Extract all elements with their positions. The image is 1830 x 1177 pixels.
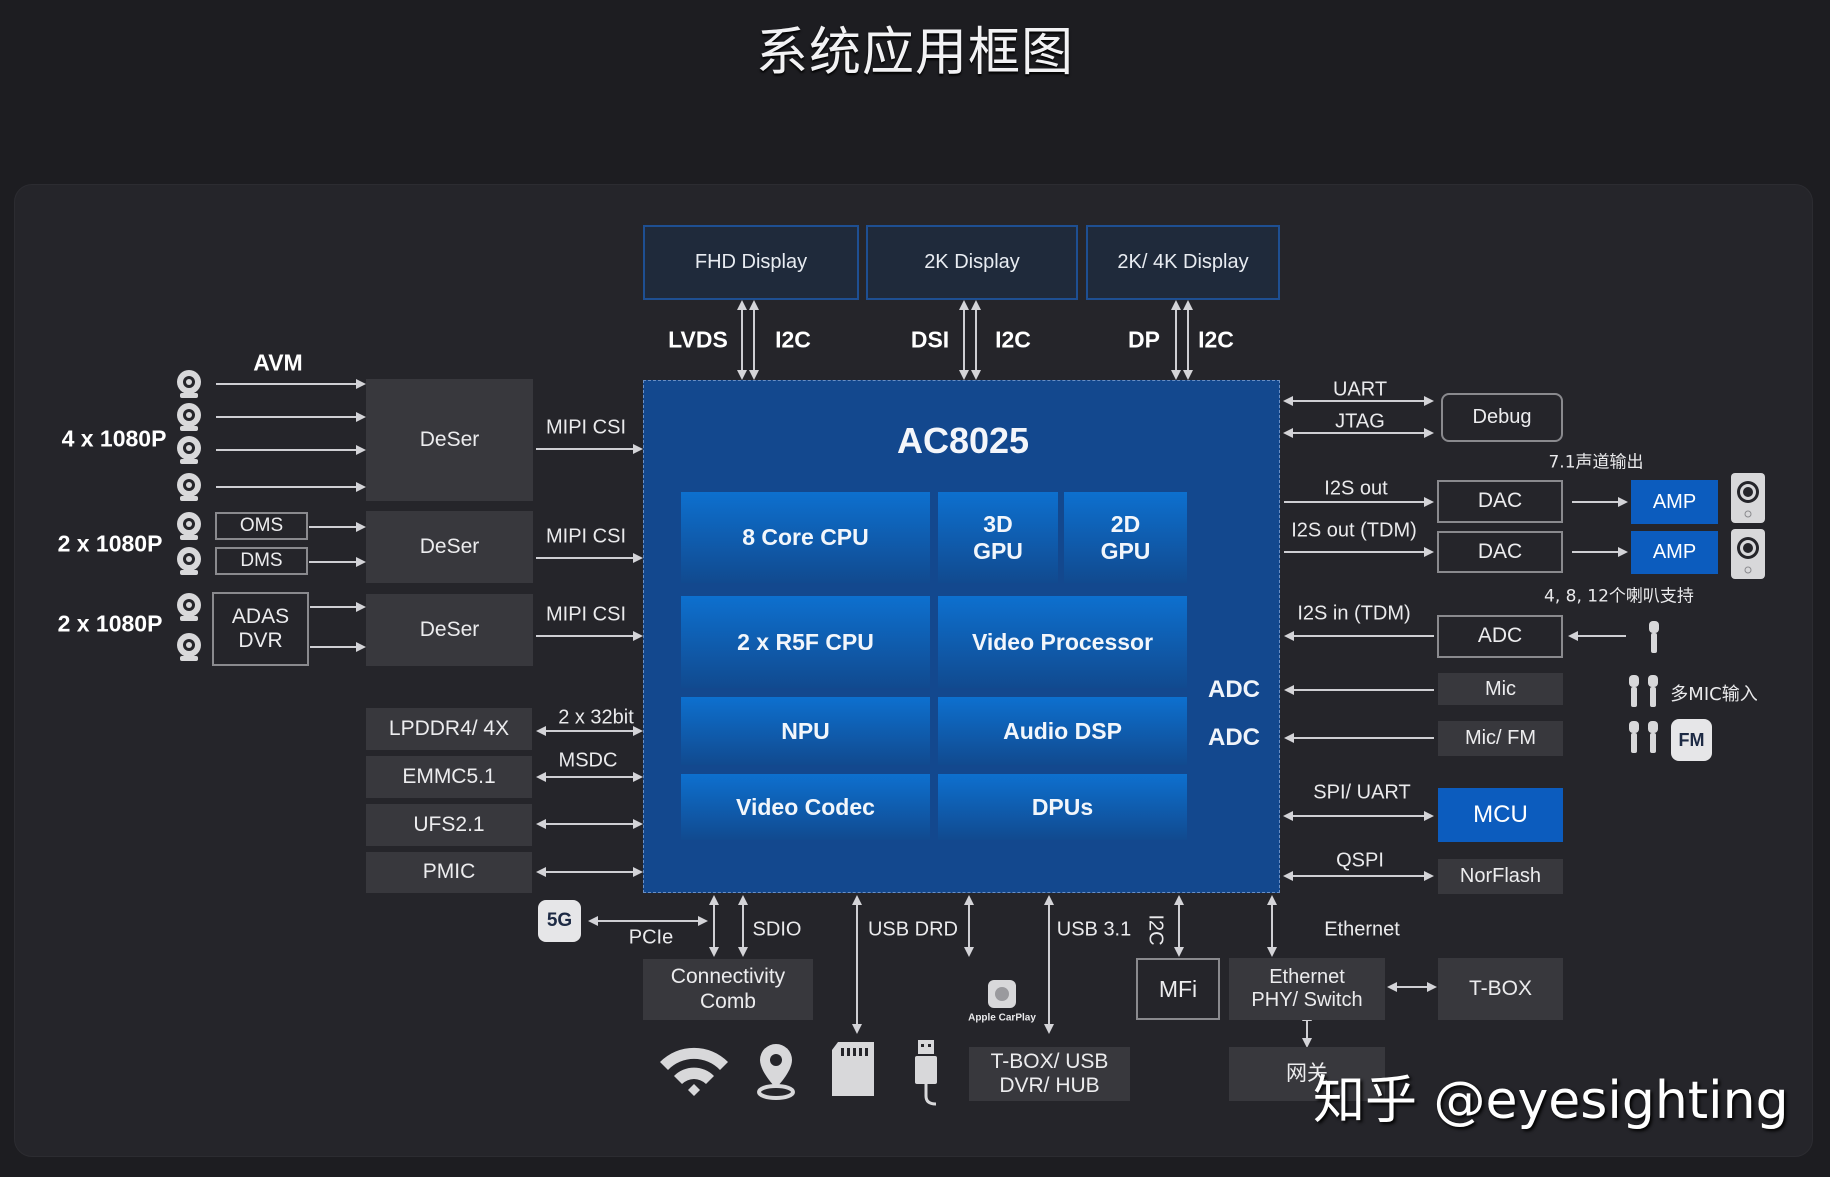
camera-group-label-1: 4 x 1080P <box>61 425 167 452</box>
spi-uart-label: SPI/ UART <box>1313 781 1411 804</box>
i2c-label-3: I2C <box>1198 326 1234 353</box>
deser-box-3: DeSer <box>366 594 533 666</box>
sd-card-icon <box>832 1042 874 1096</box>
adc-box: ADC <box>1437 615 1563 658</box>
qspi-label: QSPI <box>1336 849 1384 872</box>
dp-label: DP <box>1128 326 1160 353</box>
tbox-box: T-BOX <box>1438 958 1563 1020</box>
deser-box-2: DeSer <box>366 511 533 583</box>
2k-display-box: 2K Display <box>866 225 1078 300</box>
mipi-csi-label-2: MIPI CSI <box>545 525 627 548</box>
dac-box-1: DAC <box>1437 480 1563 523</box>
gpu-3d-block: 3D GPU <box>938 492 1058 583</box>
audio-dsp-block: Audio DSP <box>938 697 1187 765</box>
gateway-box: 网关 <box>1229 1047 1385 1101</box>
dsi-label: DSI <box>910 326 950 353</box>
dpus-block: DPUs <box>938 774 1187 840</box>
video-codec-block: Video Codec <box>681 774 930 840</box>
watermark: 知乎 @eyesighting <box>1313 1071 1789 1131</box>
amp-box-1: AMP <box>1631 480 1718 524</box>
i2s-in-tdm-label: I2S in (TDM) <box>1297 602 1411 625</box>
mipi-csi-label-1: MIPI CSI <box>545 416 627 439</box>
mipi-csi-label-3: MIPI CSI <box>545 603 627 626</box>
avm-label: AVM <box>253 349 303 376</box>
speaker-icons <box>1731 473 1765 579</box>
chip-name: AC8025 <box>896 420 1030 461</box>
jtag-label: JTAG <box>1335 410 1385 433</box>
sdio-label: SDIO <box>752 918 802 941</box>
carplay-icon <box>988 980 1016 1008</box>
adas-dvr-box: ADAS DVR <box>212 592 309 666</box>
lvds-label: LVDS <box>668 326 728 353</box>
i2c-mfi-label: I2C <box>1144 914 1167 946</box>
uart-label: UART <box>1332 378 1388 401</box>
fm-badge: FM <box>1671 719 1712 761</box>
surround-note: 7.1声道输出 <box>1548 452 1644 473</box>
i2s-out-label: I2S out <box>1324 477 1388 500</box>
deser-box-1: DeSer <box>366 379 533 501</box>
mfi-box: MFi <box>1136 958 1220 1020</box>
speaker-icon <box>1731 473 1765 523</box>
cpu-block: 8 Core CPU <box>681 492 930 583</box>
emmc-box: EMMC5.1 <box>366 756 532 798</box>
i2c-label-1: I2C <box>775 326 811 353</box>
mcu-box: MCU <box>1438 788 1563 842</box>
speaker-note: 4, 8, 12个喇叭支持 <box>1544 586 1694 607</box>
video-processor-block: Video Processor <box>938 596 1187 688</box>
speaker-icon <box>1731 529 1765 579</box>
page-title: 系统应用框图 <box>755 23 1074 83</box>
adc-label-1: ADC <box>1208 676 1260 703</box>
ethernet-phy-switch-box: Ethernet PHY/ Switch <box>1229 958 1385 1020</box>
dms-box: DMS <box>215 547 308 575</box>
usb-icon <box>915 1040 937 1106</box>
ethernet-label: Ethernet <box>1324 918 1400 941</box>
connectivity-comb-box: Connectivity Comb <box>643 959 813 1020</box>
mic-fm-box: Mic/ FM <box>1438 721 1563 756</box>
bottom-icons <box>660 1040 937 1106</box>
usb-drd-label: USB DRD <box>867 918 959 941</box>
i2c-label-2: I2C <box>995 326 1031 353</box>
2k-4k-display-box: 2K/ 4K Display <box>1086 225 1280 300</box>
5g-badge: 5G <box>538 900 581 942</box>
dac-box-2: DAC <box>1437 531 1563 573</box>
oms-box: OMS <box>215 512 308 540</box>
multi-mic-label: 多MIC输入 <box>1670 684 1758 705</box>
msdc-label: MSDC <box>558 749 618 772</box>
i2s-out-tdm-label: I2S out (TDM) <box>1291 519 1417 542</box>
pmic-box: PMIC <box>366 852 532 893</box>
ufs-box: UFS2.1 <box>366 804 532 846</box>
mic-box: Mic <box>1438 673 1563 705</box>
wifi-icon <box>660 1047 728 1096</box>
fhd-display-box: FHD Display <box>643 225 859 300</box>
camera-group-label-3: 2 x 1080P <box>57 610 163 637</box>
tbox-usb-box: T-BOX/ USB DVR/ HUB <box>969 1047 1130 1101</box>
r5f-cpu-block: 2 x R5F CPU <box>681 596 930 688</box>
gpu-2d-block: 2D GPU <box>1064 492 1187 583</box>
ddr-bus-label: 2 x 32bit <box>558 706 634 729</box>
adc-label-2: ADC <box>1208 724 1260 751</box>
location-pin-icon <box>757 1044 795 1100</box>
usb31-label: USB 3.1 <box>1056 918 1132 941</box>
camera-group-label-2: 2 x 1080P <box>57 530 163 557</box>
lpddr-box: LPDDR4/ 4X <box>366 708 532 750</box>
debug-box: Debug <box>1441 393 1563 442</box>
carplay-label: Apple CarPlay <box>968 1012 1036 1024</box>
norflash-box: NorFlash <box>1438 859 1563 894</box>
npu-block: NPU <box>681 697 930 765</box>
amp-box-2: AMP <box>1631 531 1718 574</box>
pcie-label: PCIe <box>628 926 674 949</box>
